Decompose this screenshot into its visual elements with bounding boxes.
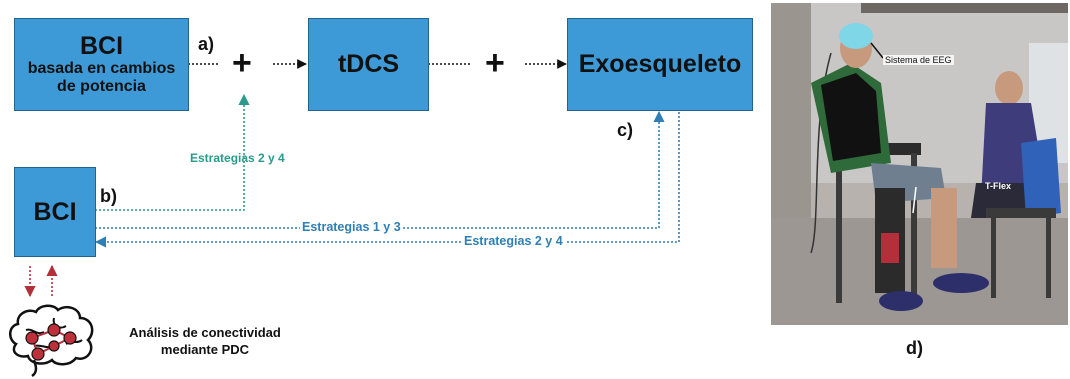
line-bci-to-plus1-teal [95,93,250,211]
bci-power-box: BCI basada en cambios de potencia [14,18,189,111]
exoskeleton-box: Exoesqueleto [567,18,753,111]
eeg-system-annotation: Sistema de EEG [883,55,954,65]
bci-label: BCI [33,197,77,226]
tdcs-label: tDCS [337,50,400,78]
label-a: a) [198,34,215,54]
photo-scene [771,3,1068,325]
label-b: b) [100,186,117,206]
teal-strategies-label: Estrategias 2 y 4 [190,151,285,165]
connectivity-line-2: mediante PDC [160,342,250,357]
tdcs-box: tDCS [308,18,429,111]
connectivity-caption: Análisis de conectividad mediante PDC [110,324,300,358]
bci-power-subtitle-2: de potencia [57,78,146,95]
bci-power-subtitle-1: basada en cambios [27,60,176,77]
tflex-annotation: T-Flex [985,181,1012,191]
line-strategies-24 [94,112,680,248]
label-c: c) [617,120,634,140]
brain-icon [9,304,94,378]
bci-box: BCI [14,167,96,257]
bci-power-title: BCI [79,32,124,60]
plus-sign-1: + [232,44,252,82]
plus-sign-2: + [485,44,505,82]
line-strategies-13 [95,110,665,229]
experiment-photo: Sistema de EEG T-Flex [771,3,1068,325]
exoskeleton-label: Exoesqueleto [578,50,742,78]
label-d: d) [906,338,923,358]
strategies-13-label: Estrategias 1 y 3 [300,220,403,234]
connectivity-line-1: Análisis de conectividad [129,325,281,340]
strategies-24-label: Estrategias 2 y 4 [462,234,565,248]
